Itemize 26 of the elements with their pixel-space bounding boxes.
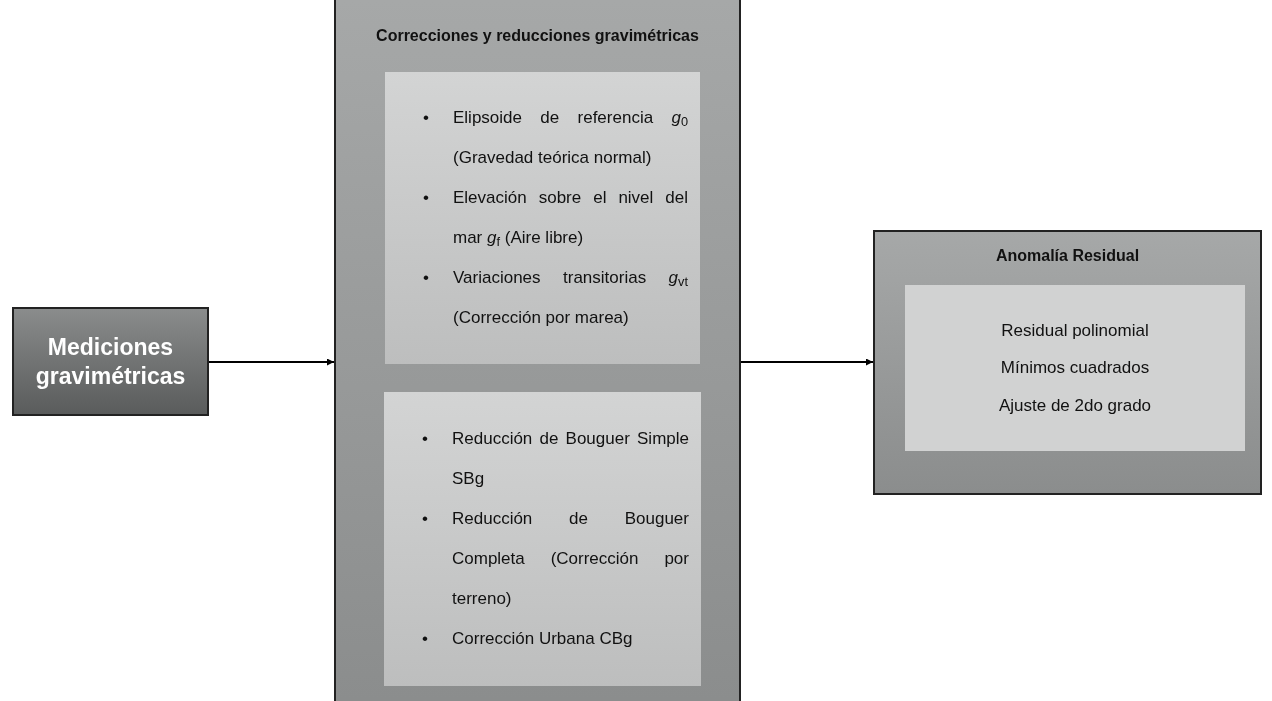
panel-title: Anomalía Residual: [994, 246, 1141, 266]
method-text: Mínimos cuadrados: [1000, 357, 1150, 380]
list-box: [385, 72, 700, 364]
bullet-item: Reducción de Bouguer Completa (Corrección por terreno): [452, 508, 689, 610]
bullet-mark: •: [423, 108, 429, 127]
group-panel: [334, 0, 741, 701]
arrow: [740, 358, 874, 366]
bullet-mark: •: [423, 268, 429, 287]
bullet-item: Corrección Urbana CBg: [452, 628, 633, 650]
arrow: [208, 358, 335, 366]
process-box: [12, 307, 209, 416]
panel-title: Correcciones y reducciones gravimétricas: [375, 26, 700, 46]
bullet-mark: •: [422, 509, 428, 528]
bullet-mark: •: [422, 629, 428, 648]
list-box: [384, 392, 701, 686]
bullet-item: Variaciones transitorias g$_{vt}$ (Corrección por marea): [453, 267, 688, 329]
text-box: [905, 285, 1245, 451]
method-text: Ajuste de 2do grado: [998, 394, 1152, 417]
bullet-item: Elevación sobre el nivel del mar g$_{f}$ (Aire libre): [453, 187, 688, 252]
bullet-item: Elipsoide de referencia g$_{0}$ (Gravedad teórica normal): [453, 107, 688, 169]
method-text: Residual polinomial: [1001, 319, 1149, 342]
group-panel: [873, 230, 1262, 495]
box-title: Mediciones gravimétricas: [34, 332, 187, 391]
bullet-mark: •: [423, 188, 429, 207]
bullet-item: Reducción de Bouguer Simple SBg: [452, 428, 689, 490]
bullet-mark: •: [422, 429, 428, 448]
